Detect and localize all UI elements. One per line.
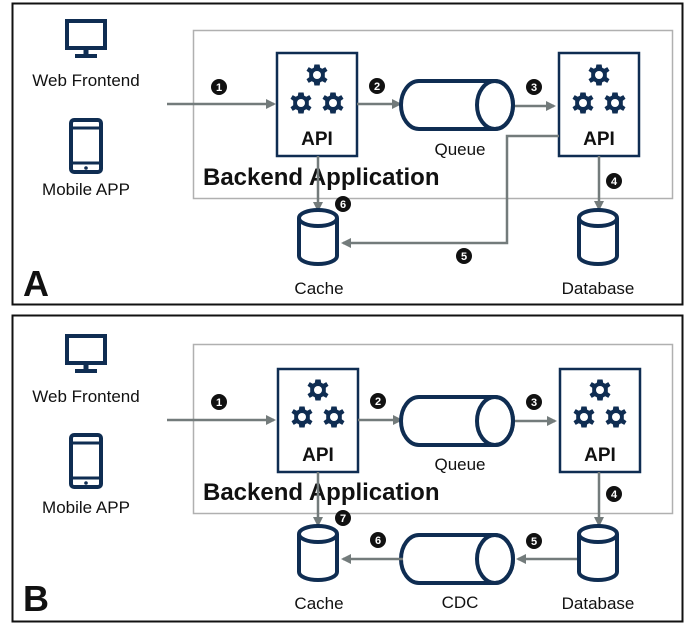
backend-group-b xyxy=(192,343,674,515)
step-badge-1: 1 xyxy=(211,394,227,410)
gear-icon xyxy=(589,379,611,401)
queue-icon xyxy=(399,395,515,447)
queue-label: Queue xyxy=(434,140,485,159)
step-badge-4: 4 xyxy=(606,173,622,189)
database-label: Database xyxy=(562,594,635,613)
cache-label: Cache xyxy=(294,594,343,613)
mobile-app-label: Mobile APP xyxy=(42,498,130,517)
svg-text:3: 3 xyxy=(531,82,537,94)
step-badge-5: 5 xyxy=(456,248,472,264)
step-badge-7: 7 xyxy=(335,510,351,526)
database-icon xyxy=(577,208,619,266)
gear-icon xyxy=(604,92,626,114)
cache-label: Cache xyxy=(294,279,343,298)
api-box-1[interactable]: API xyxy=(276,367,360,474)
panel-b: Web Frontend Mobile APP 1 API 2 Queue 3 … xyxy=(11,314,684,623)
svg-text:1: 1 xyxy=(216,397,222,409)
monitor-icon xyxy=(65,19,107,60)
cdc-label: CDC xyxy=(442,593,479,612)
api-label: API xyxy=(584,445,616,466)
step-badge-3: 3 xyxy=(526,394,542,410)
gear-icon xyxy=(322,92,344,114)
cache-icon xyxy=(297,524,339,582)
gear-icon xyxy=(290,92,312,114)
cdc-icon xyxy=(399,533,515,585)
panel-letter-a: A xyxy=(23,263,49,304)
panel-a-border xyxy=(11,2,684,306)
backend-application-label: Backend Application xyxy=(203,164,439,191)
step-badge-6: 6 xyxy=(370,532,386,548)
svg-text:3: 3 xyxy=(531,397,537,409)
step-badge-1: 1 xyxy=(211,79,227,95)
step-badge-4: 4 xyxy=(606,486,622,502)
step-badge-2: 2 xyxy=(369,78,385,94)
gear-icon xyxy=(588,64,610,86)
phone-icon xyxy=(69,433,103,489)
svg-text:6: 6 xyxy=(375,535,381,547)
api-box-2[interactable]: API xyxy=(558,367,642,474)
api-label: API xyxy=(301,129,333,150)
gear-icon xyxy=(572,92,594,114)
mobile-app-label: Mobile APP xyxy=(42,180,130,199)
api-box-2[interactable]: API xyxy=(557,51,641,158)
web-frontend-label: Web Frontend xyxy=(32,387,139,406)
svg-text:5: 5 xyxy=(461,251,467,263)
step-badge-5: 5 xyxy=(526,533,542,549)
panel-letter-b: B xyxy=(23,578,49,619)
database-icon xyxy=(577,524,619,582)
api-box-1[interactable]: API xyxy=(275,51,359,158)
step-badge-6: 6 xyxy=(335,196,351,212)
svg-text:5: 5 xyxy=(531,536,537,548)
svg-text:2: 2 xyxy=(375,396,381,408)
queue-icon xyxy=(399,79,515,131)
backend-application-label: Backend Application xyxy=(203,479,439,506)
panel-a: Web Frontend Mobile APP 1 API 2 Queue 3 xyxy=(11,2,684,306)
svg-text:4: 4 xyxy=(611,176,618,188)
gear-icon xyxy=(323,406,345,428)
svg-text:4: 4 xyxy=(611,489,618,501)
cache-icon xyxy=(297,208,339,266)
phone-icon xyxy=(69,118,103,174)
api-label: API xyxy=(583,129,615,150)
queue-label: Queue xyxy=(434,455,485,474)
svg-text:1: 1 xyxy=(216,82,222,94)
svg-text:6: 6 xyxy=(340,199,346,211)
web-frontend-label: Web Frontend xyxy=(32,71,139,90)
database-label: Database xyxy=(562,279,635,298)
panel-b-border xyxy=(11,314,684,623)
gear-icon xyxy=(306,64,328,86)
svg-text:2: 2 xyxy=(374,81,380,93)
monitor-icon xyxy=(65,334,107,375)
api-label: API xyxy=(302,445,334,466)
gear-icon xyxy=(605,406,627,428)
gear-icon xyxy=(291,406,313,428)
step-badge-2: 2 xyxy=(370,393,386,409)
step-badge-3: 3 xyxy=(526,79,542,95)
svg-text:7: 7 xyxy=(340,513,346,525)
gear-icon xyxy=(307,379,329,401)
arrow-step-5 xyxy=(341,134,559,248)
gear-icon xyxy=(573,406,595,428)
backend-group-a xyxy=(192,29,674,200)
